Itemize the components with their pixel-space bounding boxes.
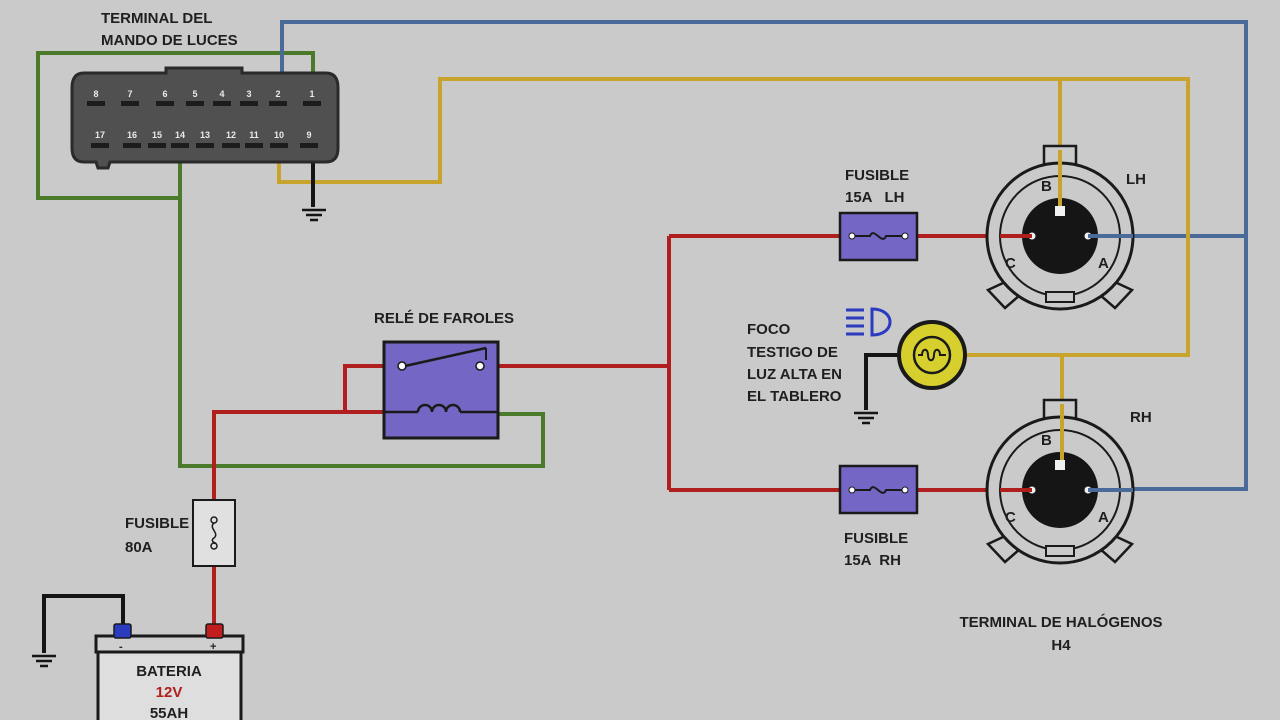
pin-slot bbox=[186, 101, 204, 106]
pin-slot bbox=[87, 101, 105, 106]
pin-number: 9 bbox=[306, 130, 311, 140]
lh-pin-a: A bbox=[1098, 255, 1109, 272]
pin-number: 7 bbox=[127, 89, 132, 99]
headlight-relay: RELÉ DE FAROLES bbox=[374, 310, 514, 440]
high-beam-indicator: FOCO TESTIGO DE LUZ ALTA EN EL TABLERO bbox=[747, 307, 967, 405]
halogen-label-1: TERMINAL DE HALÓGENOS bbox=[959, 613, 1162, 631]
headlamp-rh: B C A RH bbox=[985, 398, 1152, 565]
indicator-label-3: LUZ ALTA EN bbox=[747, 366, 842, 383]
fuse-lh-label-1: FUSIBLE bbox=[845, 167, 909, 184]
pin-number: 16 bbox=[127, 130, 137, 140]
pin-slot bbox=[156, 101, 174, 106]
battery-pos-sign: + bbox=[210, 641, 216, 653]
pin-slot bbox=[121, 101, 139, 106]
pin-slot bbox=[240, 101, 258, 106]
pin-number: 4 bbox=[219, 89, 224, 99]
pin-number: 13 bbox=[200, 130, 210, 140]
pin-number: 11 bbox=[249, 130, 259, 140]
positive-terminal bbox=[205, 623, 224, 639]
rh-pin-c: C bbox=[1005, 509, 1016, 526]
lamp-pin-wires bbox=[1000, 150, 1133, 492]
pin-slot bbox=[300, 143, 318, 148]
fuse-lh-label-2: 15A LH bbox=[845, 189, 904, 206]
pin-number: 17 bbox=[95, 130, 105, 140]
pin-number: 15 bbox=[152, 130, 162, 140]
pin-number: 5 bbox=[192, 89, 197, 99]
high-beam-icon bbox=[846, 307, 892, 337]
pin-slot bbox=[270, 143, 288, 148]
wire-green-relay bbox=[178, 148, 545, 468]
wire-black-battery bbox=[42, 594, 125, 653]
pin-number: 2 bbox=[275, 89, 280, 99]
halogen-terminal-label: TERMINAL DE HALÓGENOS H4 bbox=[959, 613, 1162, 654]
pin-number: 3 bbox=[246, 89, 251, 99]
indicator-label-1: FOCO bbox=[747, 321, 791, 338]
pin-row-top: 8 7 6 5 4 3 2 1 bbox=[87, 89, 321, 106]
wire-green bbox=[36, 51, 315, 200]
pin-slot bbox=[123, 143, 141, 148]
pin-number: 8 bbox=[93, 89, 98, 99]
ground-icon bbox=[30, 654, 58, 668]
rh-pin-b: B bbox=[1041, 432, 1052, 449]
wire-yellow bbox=[277, 77, 1190, 357]
lh-side-label: LH bbox=[1126, 171, 1146, 188]
battery-voltage: 12V bbox=[156, 684, 183, 701]
pin-number: 10 bbox=[274, 130, 284, 140]
pin-slot bbox=[303, 101, 321, 106]
fuse-rh: FUSIBLE 15A RH bbox=[838, 464, 919, 569]
pin-number: 1 bbox=[309, 89, 314, 99]
pin-slot bbox=[245, 143, 263, 148]
wire-black-indicator bbox=[864, 353, 900, 410]
rh-pin-a: A bbox=[1098, 509, 1109, 526]
pin-number: 14 bbox=[175, 130, 185, 140]
pin-number: 12 bbox=[226, 130, 236, 140]
rh-side-label: RH bbox=[1130, 409, 1152, 426]
lh-pin-c: C bbox=[1005, 255, 1016, 272]
fuse-rh-label-1: FUSIBLE bbox=[844, 530, 908, 547]
fuse-rh-label-2: 15A RH bbox=[844, 552, 901, 569]
pin-number: 6 bbox=[162, 89, 167, 99]
pin-slot bbox=[213, 101, 231, 106]
pin-slot bbox=[91, 143, 109, 148]
wires bbox=[36, 20, 1248, 653]
wire-red-fuse bbox=[212, 410, 385, 500]
wire-blue bbox=[280, 20, 1248, 491]
switch-terminal-label-1: TERMINAL DEL bbox=[101, 10, 212, 27]
halogen-label-2: H4 bbox=[1051, 637, 1071, 654]
pin-slot bbox=[171, 143, 189, 148]
pin-row-bottom: 17 16 15 14 13 12 11 10 9 bbox=[91, 130, 318, 148]
pin-slot bbox=[269, 101, 287, 106]
main-fuse-label-1: FUSIBLE bbox=[125, 515, 189, 532]
lh-pin-b: B bbox=[1041, 178, 1052, 195]
ground-icon bbox=[852, 411, 880, 425]
main-fuse-label-2: 80A bbox=[125, 539, 153, 556]
switch-terminal-label-2: MANDO DE LUCES bbox=[101, 32, 238, 49]
battery-neg-sign: - bbox=[119, 641, 123, 653]
relay-label: RELÉ DE FAROLES bbox=[374, 310, 514, 327]
indicator-label-2: TESTIGO DE bbox=[747, 344, 838, 361]
ground-icon bbox=[300, 208, 328, 222]
pin-slot bbox=[222, 143, 240, 148]
negative-terminal bbox=[113, 623, 132, 639]
battery-capacity: 55AH bbox=[150, 705, 188, 720]
wire-red-relay-out bbox=[485, 236, 671, 490]
headlamp-lh: B C A LH bbox=[985, 144, 1146, 311]
battery-name: BATERIA bbox=[136, 663, 202, 680]
connector-body bbox=[70, 66, 340, 170]
indicator-bulb bbox=[897, 320, 967, 390]
wire-red-relay-in bbox=[343, 364, 392, 412]
pin-slot bbox=[196, 143, 214, 148]
battery: - + BATERIA 12V 55AH bbox=[94, 623, 245, 720]
fuse-lh: FUSIBLE 15A LH bbox=[838, 167, 919, 262]
main-fuse: FUSIBLE 80A bbox=[125, 499, 236, 567]
relay-coil bbox=[385, 403, 497, 414]
pin-slot bbox=[148, 143, 166, 148]
indicator-label-4: EL TABLERO bbox=[747, 388, 842, 405]
